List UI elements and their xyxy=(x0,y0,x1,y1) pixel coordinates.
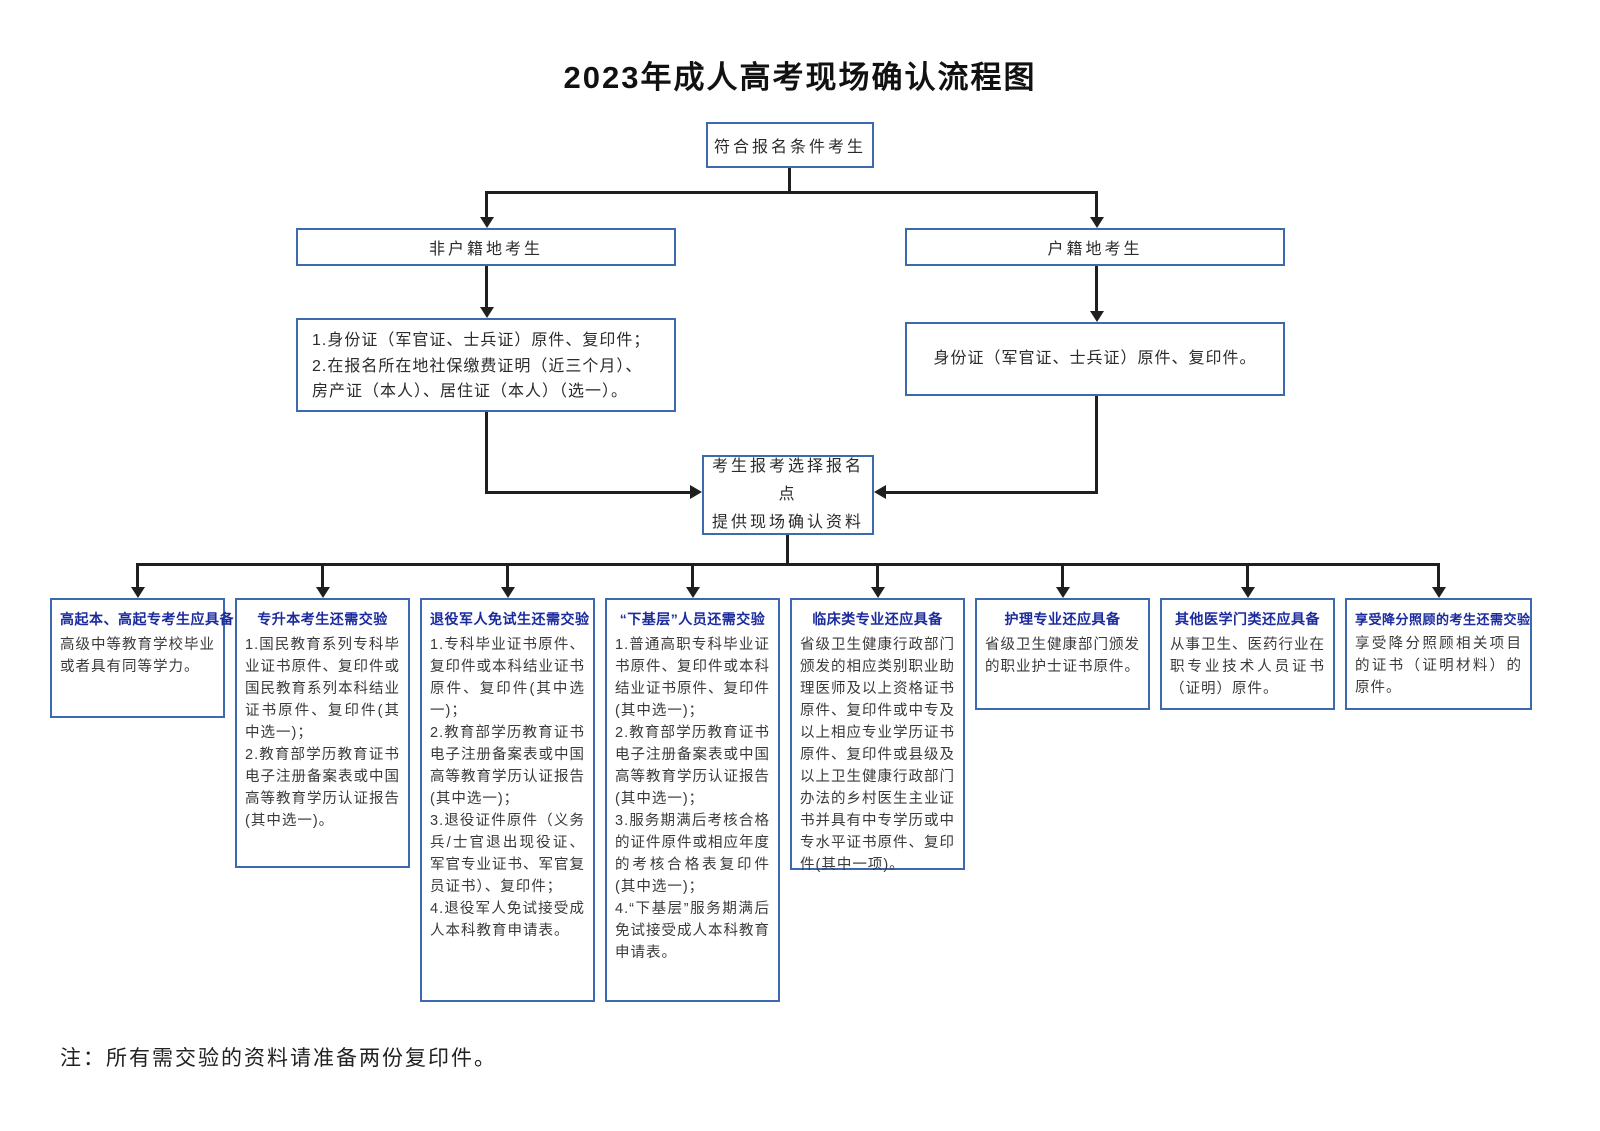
household-docs-text: 身份证（军官证、士兵证）原件、复印件。 xyxy=(933,350,1257,368)
non-household-docs-node: 1.身份证（军官证、士兵证）原件、复印件； 2.在报名所在地社保缴费证明（近三个… xyxy=(296,318,676,412)
non-household-candidate-label: 非户籍地考生 xyxy=(428,241,543,258)
requirement-box-body: 享受降分照顾相关项目的证书（证明材料）的原件。 xyxy=(1355,636,1522,697)
flow-line xyxy=(1095,266,1098,312)
flow-line xyxy=(506,563,509,588)
requirement-box-body: 从事卫生、医药行业在职专业技术人员证书（证明）原件。 xyxy=(1170,637,1325,698)
flow-line xyxy=(485,191,1098,194)
non-household-candidate-node: 非户籍地考生 xyxy=(296,228,676,266)
flow-line xyxy=(136,563,139,588)
requirement-box-body: 省级卫生健康部门颁发的职业护士证书原件。 xyxy=(985,637,1140,676)
flow-arrowhead xyxy=(1241,587,1255,598)
requirement-box-gaoqi: 高起本、高起专考生应具备 高级中等教育学校毕业或者具有同等学力。 xyxy=(50,598,234,718)
requirement-box-title: 专升本考生还需交验 xyxy=(257,611,388,627)
flow-line xyxy=(321,563,324,588)
requirement-box-title: 退役军人免试生还需交验 xyxy=(430,611,590,627)
flow-arrowhead xyxy=(1090,217,1104,228)
flow-arrowhead xyxy=(690,485,702,499)
requirement-box-title: 临床类专业还应具备 xyxy=(812,611,943,627)
start-node: 符合报名条件考生 xyxy=(706,122,874,168)
flow-line xyxy=(1246,563,1249,588)
flow-arrowhead xyxy=(686,587,700,598)
requirement-box-body: 高级中等教育学校毕业或者具有同等学力。 xyxy=(60,637,215,676)
flow-arrowhead xyxy=(480,307,494,318)
flow-arrowhead xyxy=(871,587,885,598)
requirement-box-body: 1.普通高职专科毕业证书原件、复印件或本科结业证书原件、复印件(其中选一)； 2… xyxy=(615,637,770,962)
household-candidate-label: 户籍地考生 xyxy=(1047,241,1143,258)
flow-arrowhead xyxy=(480,217,494,228)
flow-line xyxy=(886,491,1098,494)
flow-arrowhead xyxy=(874,485,886,499)
non-household-docs-text: 1.身份证（军官证、士兵证）原件、复印件； 2.在报名所在地社保缴费证明（近三个… xyxy=(312,332,651,401)
flow-arrowhead xyxy=(316,587,330,598)
requirement-box-title: 其他医学门类还应具备 xyxy=(1175,611,1320,627)
requirement-box-title: “下基层”人员还需交验 xyxy=(619,611,766,627)
household-candidate-node: 户籍地考生 xyxy=(905,228,1285,266)
flow-line xyxy=(485,491,690,494)
flow-line xyxy=(485,191,488,218)
requirement-box-body: 1.国民教育系列专科毕业证书原件、复印件或国民教育系列本科结业证书原件、复印件(… xyxy=(245,637,400,830)
requirement-box-title: 护理专业还应具备 xyxy=(1004,611,1121,627)
confirm-node-label: 考生报考选择报名点 提供现场确认资料 xyxy=(711,458,864,531)
flow-line xyxy=(1095,191,1098,218)
requirement-box-clinical: 临床类专业还应具备 省级卫生健康行政部门颁发的相应类别职业助理医师及以上资格证书… xyxy=(790,598,965,873)
flow-line xyxy=(788,168,791,193)
flow-line xyxy=(1437,563,1440,588)
confirm-node: 考生报考选择报名点 提供现场确认资料 xyxy=(702,455,874,535)
requirement-box-bonus-points: 享受降分照顾的考生还需交验 享受降分照顾相关项目的证书（证明材料）的原件。 xyxy=(1345,598,1532,710)
requirement-box-veteran: 退役军人免试生还需交验 1.专科毕业证书原件、复印件或本科结业证书原件、复印件(… xyxy=(420,598,595,1002)
flow-line xyxy=(1095,396,1098,494)
flow-line xyxy=(1061,563,1064,588)
flow-line xyxy=(786,535,789,566)
requirement-box-nursing: 护理专业还应具备 省级卫生健康部门颁发的职业护士证书原件。 xyxy=(975,598,1150,710)
flow-line xyxy=(876,563,879,588)
flow-arrowhead xyxy=(131,587,145,598)
flow-line xyxy=(136,563,1439,566)
flow-line xyxy=(691,563,694,588)
requirement-box-zhuanshengben: 专升本考生还需交验 1.国民教育系列专科毕业证书原件、复印件或国民教育系列本科结… xyxy=(235,598,410,868)
page-title: 2023年成人高考现场确认流程图 xyxy=(563,60,1037,95)
household-docs-node: 身份证（军官证、士兵证）原件、复印件。 xyxy=(905,322,1285,396)
requirement-box-body: 1.专科毕业证书原件、复印件或本科结业证书原件、复印件(其中选一)； 2.教育部… xyxy=(430,637,585,940)
flow-line xyxy=(485,266,488,308)
flow-line xyxy=(485,412,488,494)
requirement-box-other-medical: 其他医学门类还应具备 从事卫生、医药行业在职专业技术人员证书（证明）原件。 xyxy=(1160,598,1335,710)
flow-arrowhead xyxy=(1090,311,1104,322)
flow-arrowhead xyxy=(501,587,515,598)
start-node-label: 符合报名条件考生 xyxy=(713,139,866,156)
flow-arrowhead xyxy=(1056,587,1070,598)
requirement-box-title: 高起本、高起专考生应具备 xyxy=(60,611,234,627)
requirement-box-body: 省级卫生健康行政部门颁发的相应类别职业助理医师及以上资格证书原件、复印件或中专及… xyxy=(800,637,955,874)
flow-arrowhead xyxy=(1432,587,1446,598)
requirement-box-grassroots: “下基层”人员还需交验 1.普通高职专科毕业证书原件、复印件或本科结业证书原件、… xyxy=(605,598,780,1002)
requirement-box-title: 享受降分照顾的考生还需交验 xyxy=(1355,612,1531,627)
footnote: 注：所有需交验的资料请准备两份复印件。 xyxy=(60,1047,497,1070)
